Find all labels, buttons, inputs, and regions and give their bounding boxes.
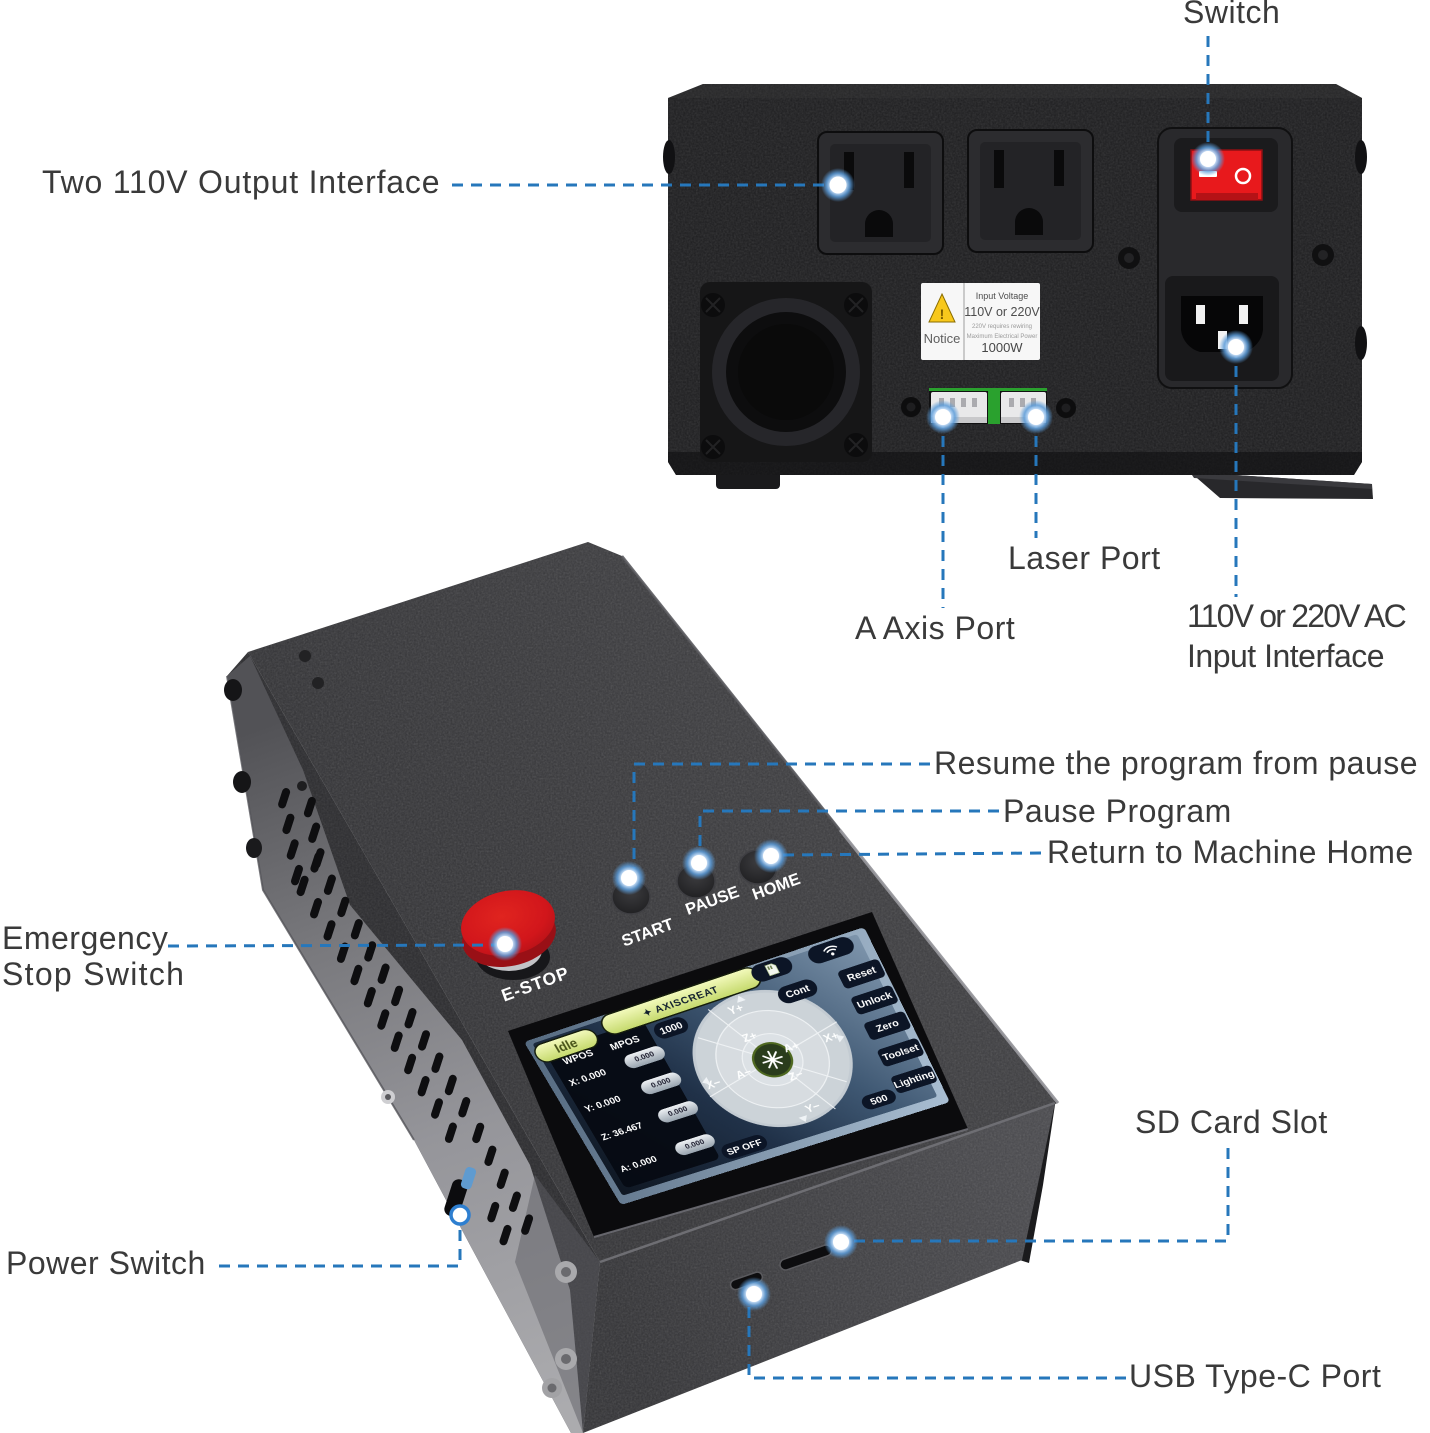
svg-text:1000W: 1000W (981, 340, 1023, 355)
svg-text:Input Voltage: Input Voltage (976, 291, 1029, 301)
svg-text:X+: X+ (821, 1029, 842, 1045)
svg-text:Y−: Y− (803, 1099, 823, 1115)
svg-text:Y+: Y+ (725, 1001, 746, 1018)
svg-text:!: ! (940, 306, 945, 322)
svg-text:220V requires rewiring: 220V requires rewiring (972, 324, 1032, 330)
svg-text:Z−: Z− (786, 1067, 806, 1083)
svg-text:Z+: Z+ (740, 1029, 760, 1045)
svg-text:110V or 220V: 110V or 220V (964, 305, 1040, 319)
svg-text:Notice: Notice (924, 331, 961, 346)
svg-text:A−: A− (733, 1065, 754, 1081)
svg-text:A+: A+ (781, 1038, 802, 1054)
svg-text:Maximum Electrical Power: Maximum Electrical Power (967, 334, 1038, 340)
svg-text:X−: X− (703, 1076, 723, 1092)
